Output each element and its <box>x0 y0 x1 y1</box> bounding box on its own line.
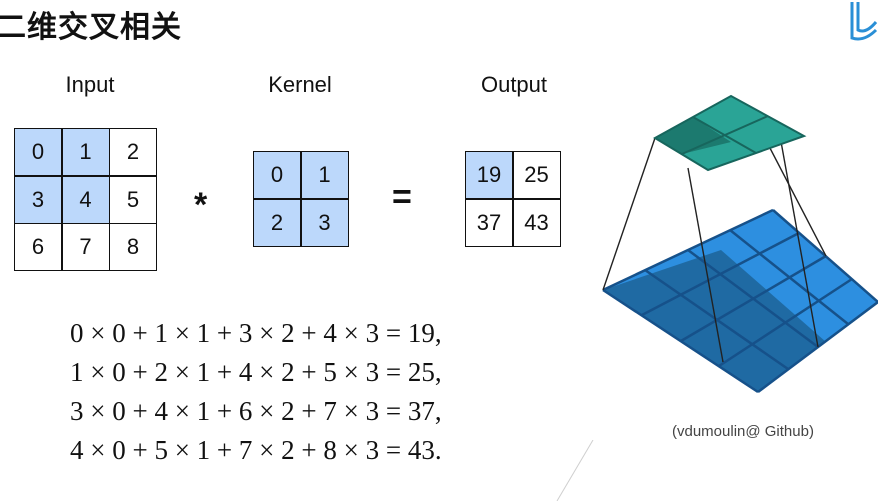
kernel-label: Kernel <box>268 72 332 97</box>
equation-line: 1 × 0 + 2 × 1 + 4 × 2 + 5 × 3 = 25, <box>70 357 442 387</box>
output-cell: 43 <box>513 199 560 246</box>
kernel-cell: 0 <box>254 152 300 198</box>
input-feature-map <box>602 208 878 394</box>
equation-line: 4 × 0 + 5 × 1 + 7 × 2 + 8 × 3 = 43. <box>70 435 442 465</box>
input-cell: 6 <box>15 224 61 270</box>
output-label: Output <box>480 72 548 97</box>
page-title: 二维交叉相关 <box>0 10 182 45</box>
input-cell: 1 <box>62 129 109 175</box>
output-cell: 19 <box>466 152 512 198</box>
equals-operator: = <box>392 178 412 216</box>
input-cell: 2 <box>110 129 156 175</box>
input-cell: 8 <box>110 224 156 270</box>
output-cell: 37 <box>466 199 512 246</box>
convolution-animation <box>602 94 878 394</box>
convolution-operator: * <box>194 186 208 224</box>
logo-icon <box>850 2 878 41</box>
input-cell: 7 <box>62 224 109 270</box>
equations: 0 × 0 + 1 × 1 + 3 × 2 + 4 × 3 = 19, 1 × … <box>70 314 442 470</box>
kernel-cell: 2 <box>254 199 300 246</box>
kernel-cell: 1 <box>301 152 348 198</box>
input-cell: 0 <box>15 129 61 175</box>
output-feature-map <box>653 94 807 172</box>
decorative-line <box>556 440 594 501</box>
input-cell: 5 <box>110 176 156 223</box>
output-cell: 25 <box>513 152 560 198</box>
equation-line: 3 × 0 + 4 × 1 + 6 × 2 + 7 × 3 = 37, <box>70 396 442 426</box>
image-credit: (vdumoulin@ Github) <box>672 423 814 440</box>
kernel-cell: 3 <box>301 199 348 246</box>
input-cell: 4 <box>62 176 109 223</box>
input-label: Input <box>65 72 115 97</box>
input-cell: 3 <box>15 176 61 223</box>
equation-line: 0 × 0 + 1 × 1 + 3 × 2 + 4 × 3 = 19, <box>70 318 442 348</box>
